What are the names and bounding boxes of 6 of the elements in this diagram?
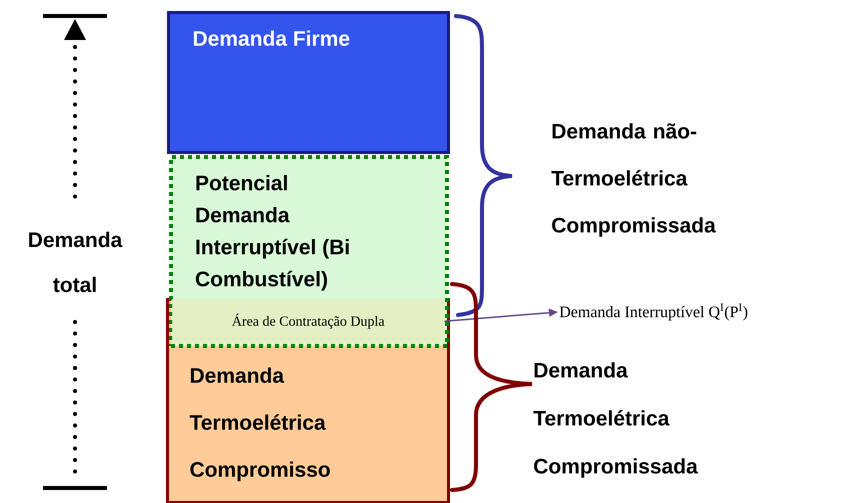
overlap-band: Área de Contratação Dupla <box>172 299 444 344</box>
demand-label: Demanda Interruptível Q$^{I}$(P$^{I}$) <box>560 303 748 320</box>
brace-label: Demanda não-Termoelétrica Compromissada <box>551 123 716 237</box>
dimension-label: Demanda total <box>29 232 122 292</box>
demand-block: Demanda Firme <box>167 11 450 154</box>
brace-label: Demanda Termoelétrica Compromissada <box>533 362 698 478</box>
